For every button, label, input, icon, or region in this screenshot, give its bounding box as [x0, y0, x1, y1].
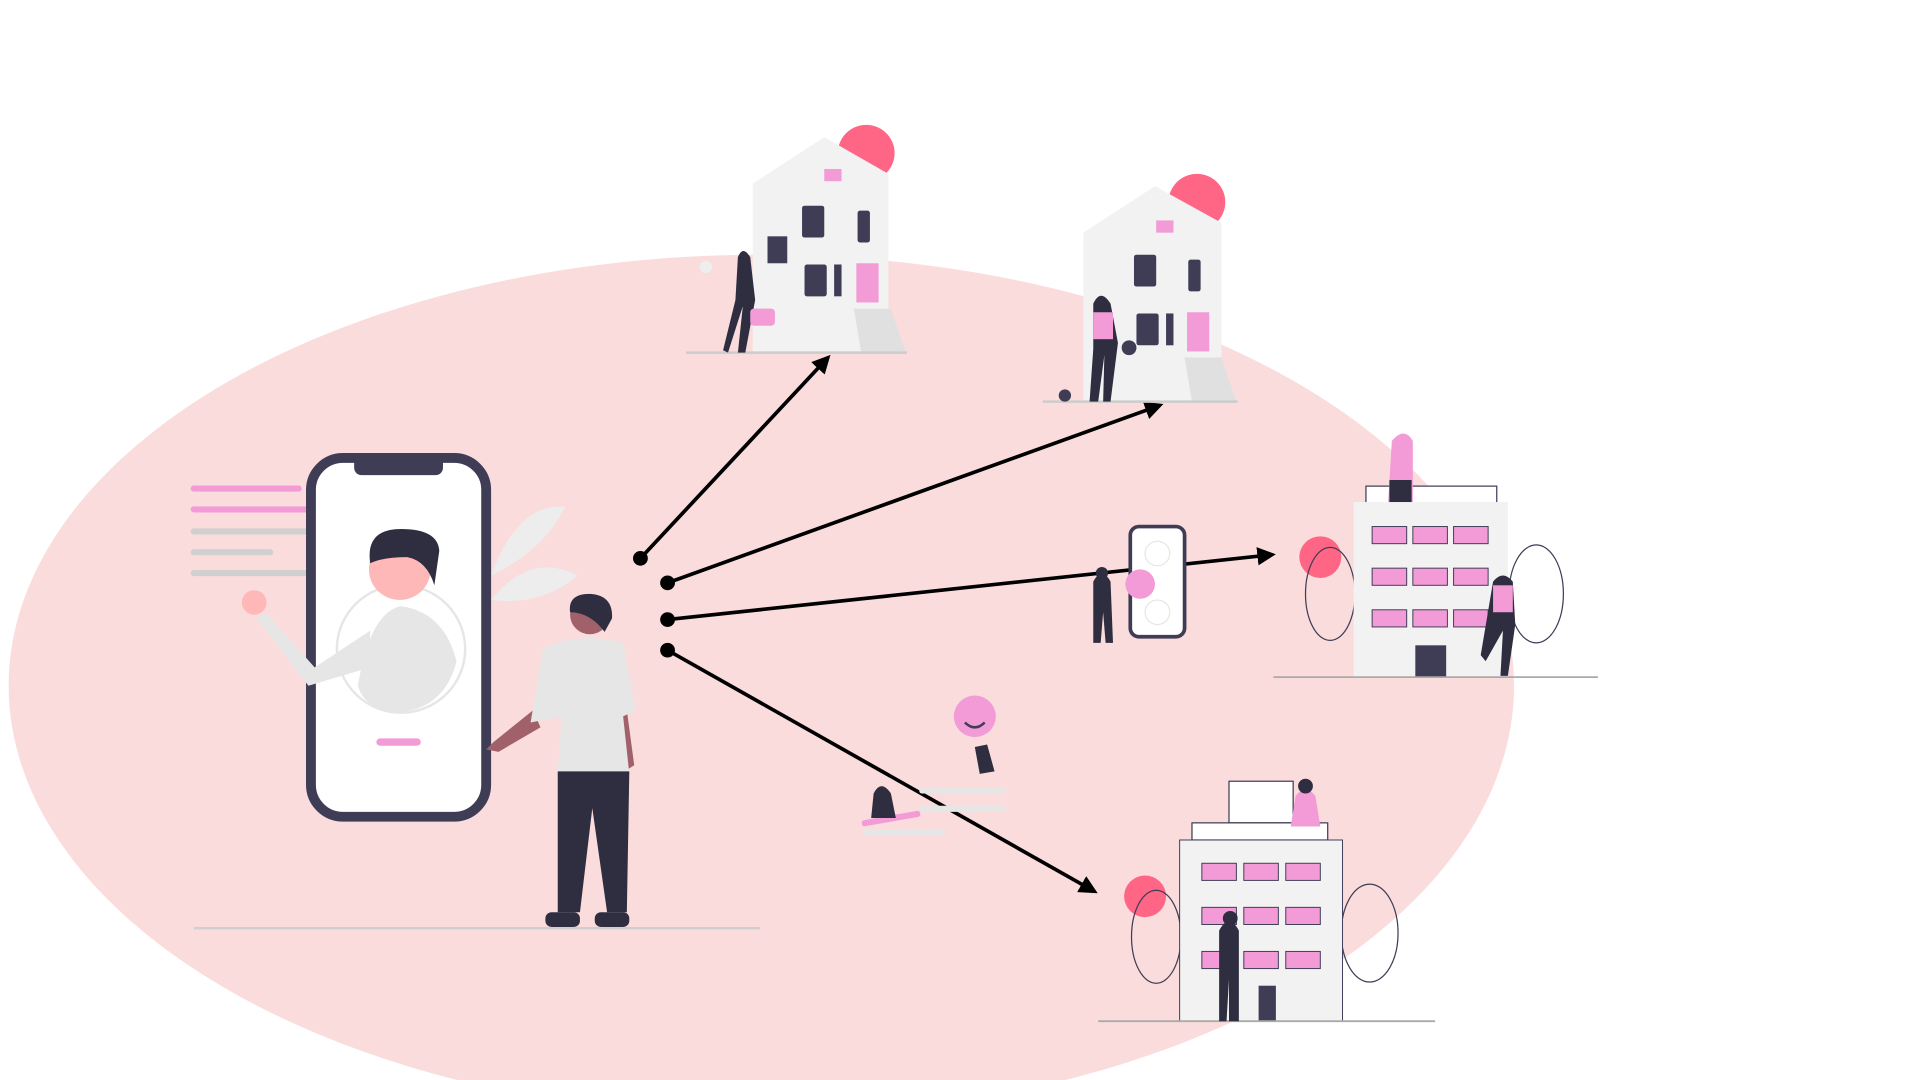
- connection-dots: [633, 551, 675, 658]
- house-1: [686, 124, 907, 354]
- large-phone: [241, 453, 492, 822]
- review-smiley: [861, 695, 1006, 836]
- standing-man: [486, 593, 636, 927]
- office-building-1: [1273, 433, 1598, 679]
- house-2: [1042, 173, 1238, 403]
- smiley-icon: [953, 695, 996, 738]
- plant-leaves-icon: [491, 506, 578, 602]
- small-phone-chat: [1093, 524, 1187, 643]
- phone-action-button: [376, 738, 421, 746]
- office-building-2: [1098, 778, 1436, 1023]
